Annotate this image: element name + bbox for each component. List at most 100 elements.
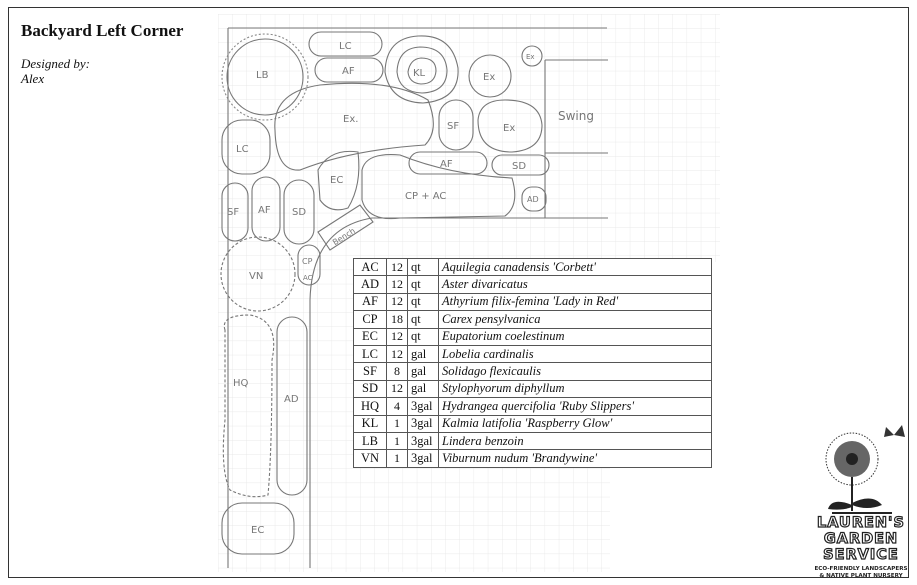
label-af-mid: AF [440,159,453,170]
plant-code: LC [353,344,387,364]
plant-qty: 12 [386,379,408,399]
plant-unit: gal [407,379,439,399]
shrub-ex-top [468,54,512,98]
plant-unit: 3gal [407,449,439,468]
logo-line-3: SERVICE [823,546,899,563]
label-ex-small: Ex [526,53,535,61]
label-swing: Swing [558,109,594,123]
logo-tagline-2: & NATIVE PLANT NURSERY [819,573,903,579]
bed-sf-mid [438,99,474,151]
plant-unit: qt [407,275,439,294]
bed-cp-ac-small [297,244,321,286]
label-lc-left: LC [236,144,249,155]
label-sd-left: SD [292,207,306,218]
plant-qty: 12 [386,257,408,277]
plant-code: KL [353,414,387,433]
plant-unit: 3gal [407,431,439,451]
label-ac-small: AC [303,274,313,282]
logo-tagline-1: ECO-FRIENDLY LANDSCAPERS [814,566,908,572]
path-edge [309,217,608,568]
plant-unit: 3gal [407,414,439,433]
logo-line-1: LAUREN'S [816,514,905,531]
label-sd-mid: SD [512,161,526,172]
plant-name: Aster divaricatus [438,275,712,294]
plant-name: Aquilegia canadensis 'Corbett' [438,257,712,277]
plant-name: Lobelia cardinalis [438,344,712,364]
plant-qty: 12 [386,344,408,364]
plant-name: Carex pensylvanica [438,310,712,329]
logo-art [825,425,905,514]
butterfly-icon [884,425,905,437]
label-af-top: AF [342,66,355,77]
plant-unit: qt [407,257,439,277]
plant-qty: 12 [386,327,408,346]
plant-unit: gal [407,362,439,381]
bed-af-top [314,57,384,83]
plant-code: AF [353,292,387,312]
label-lb: LB [256,70,269,81]
label-cp-small: CP [302,257,313,266]
plant-name: Kalmia latifolia 'Raspberry Glow' [438,414,712,433]
plant-code: HQ [353,397,387,416]
plant-code: VN [353,449,387,468]
plant-name: Hydrangea quercifolia 'Ruby Slippers' [438,397,712,416]
shrub-ex-small [521,45,543,67]
plant-name: Lindera benzoin [438,431,712,451]
plant-qty: 4 [386,397,408,416]
bed-ad-mid [521,186,547,212]
plant-code: LB [353,431,387,451]
logo-line-2: GARDEN [823,530,899,547]
plant-qty: 1 [386,414,408,433]
plant-unit: qt [407,292,439,312]
plant-unit: 3gal [407,397,439,416]
bed-ex-mid [274,82,434,171]
title-block: Backyard Left Corner Designed by: Alex [21,20,201,86]
label-ad-mid: AD [527,195,539,204]
plant-code: AD [353,275,387,294]
plant-code: CP [353,310,387,329]
plant-unit: qt [407,310,439,329]
plant-qty: 8 [386,362,408,381]
plant-name: Athyrium filix-femina 'Lady in Red' [438,292,712,312]
plant-name: Viburnum nudum 'Brandywine' [438,449,712,468]
label-ec-bottom: EC [251,525,264,536]
bed-sd-left [283,179,315,245]
dandelion-icon [825,432,892,514]
bed-af-mid [408,151,488,175]
label-vn: VN [249,271,263,282]
label-ex-right: Ex [503,123,515,134]
bed-sf-left [221,182,249,242]
bed-cp-ac [361,154,516,220]
label-kl: KL [413,68,426,79]
designer-name: Alex [21,71,45,86]
plant-unit: qt [407,327,439,346]
plant-qty: 12 [386,275,408,294]
company-logo: LAUREN'S GARDEN SERVICE ECO-FRIENDLY LAN… [812,415,910,580]
plant-name: Solidago flexicaulis [438,362,712,381]
label-sf-left: SF [227,207,239,218]
label-ec-mid: EC [330,175,343,186]
designer-label: Designed by: [21,56,90,71]
plant-code: SF [353,362,387,381]
shrub-lb [221,33,309,121]
plant-code: AC [353,257,387,277]
bed-ec-mid [317,150,360,211]
shrub-hq [222,314,275,498]
plant-qty: 1 [386,431,408,451]
plant-name: Stylophyorum diphyllum [438,379,712,399]
label-cp-ac: CP + AC [405,191,446,202]
bed-ad-left [276,316,308,496]
grid-paper-right [610,14,720,262]
label-sf-mid: SF [447,121,459,132]
plant-qty: 12 [386,292,408,312]
